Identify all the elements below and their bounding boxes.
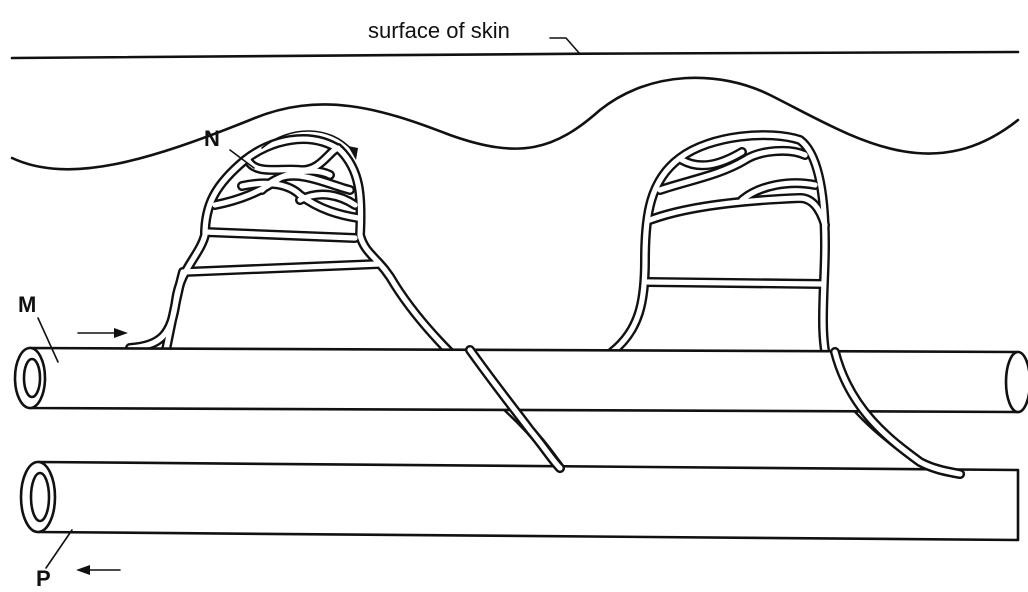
papillae-boundary [12, 78, 1018, 169]
arteriole-M [15, 348, 1028, 412]
flow-arrow-M [78, 328, 128, 338]
skin-surface-line [12, 52, 1018, 58]
capillary-loop-N [130, 139, 560, 468]
label-P-leader [46, 530, 72, 568]
venule-P [21, 462, 1018, 540]
flow-arrow-P [76, 565, 120, 575]
surface-leader-line [550, 38, 580, 54]
surface-label: surface of skin [368, 18, 510, 43]
label-N: N [204, 126, 220, 151]
label-P: P [36, 566, 51, 591]
label-M: M [18, 292, 36, 317]
capillary-loop-2 [612, 135, 960, 474]
